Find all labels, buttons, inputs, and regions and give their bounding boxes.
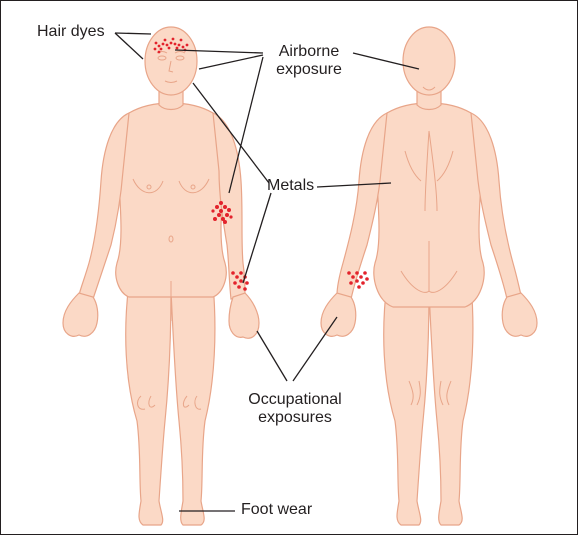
front-right-hand	[229, 293, 259, 338]
label-metals: Metals	[267, 177, 314, 195]
front-torso	[116, 103, 227, 297]
label-airborne-line1: Airborne	[263, 43, 355, 61]
label-airborne-line2: exposure	[263, 61, 355, 79]
label-airborne-exposure: Airborne exposure	[263, 43, 355, 79]
label-occupational-exposures: Occupational exposures	[227, 391, 363, 427]
front-right-leg	[171, 283, 215, 525]
front-left-leg	[126, 283, 171, 525]
back-left-hand	[321, 293, 356, 336]
label-occupational-line2: exposures	[227, 409, 363, 427]
back-head	[403, 27, 455, 95]
front-body-figure	[63, 27, 259, 525]
back-right-leg	[429, 283, 473, 525]
label-occupational-line1: Occupational	[227, 391, 363, 409]
label-foot-wear: Foot wear	[241, 501, 312, 519]
back-left-leg	[384, 283, 429, 525]
label-hair-dyes: Hair dyes	[37, 23, 105, 41]
front-left-hand	[63, 293, 98, 336]
back-right-hand	[502, 293, 537, 336]
